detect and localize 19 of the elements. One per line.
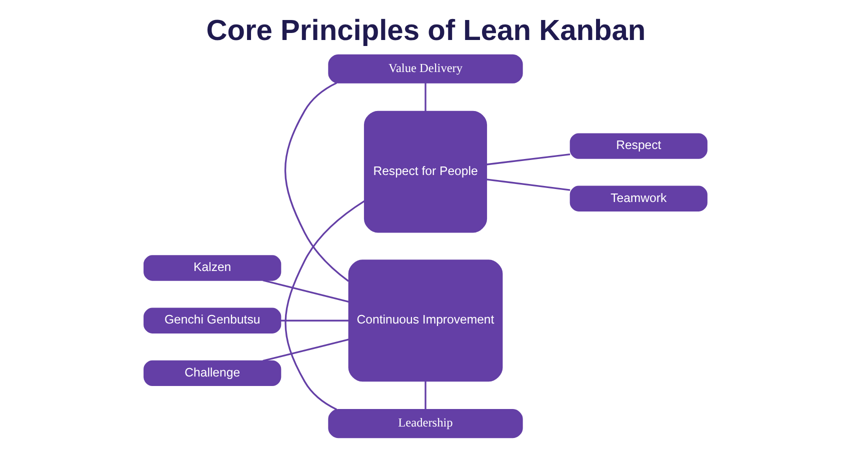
connector [280,319,348,321]
connector [284,200,364,410]
connector [262,279,349,302]
node-box: Leadership [328,408,522,438]
connector [424,82,426,111]
diagram-title: Core Principles of Lean Kanban [206,14,646,47]
node-box: Respect for People [363,110,487,232]
node-box: Value Delivery [328,54,522,83]
node-box: Continuous Improvement [348,259,502,382]
node-box: Respect [569,132,707,158]
connector [284,82,349,282]
node-box: Teamwork [569,185,707,212]
connector [486,178,570,190]
node-box: Genchi Genbutsu [143,307,281,333]
connector [262,338,349,362]
connector [424,380,426,409]
connector [486,152,570,165]
node-box: Challenge [143,360,281,386]
node-box: Kalzen [143,254,281,280]
